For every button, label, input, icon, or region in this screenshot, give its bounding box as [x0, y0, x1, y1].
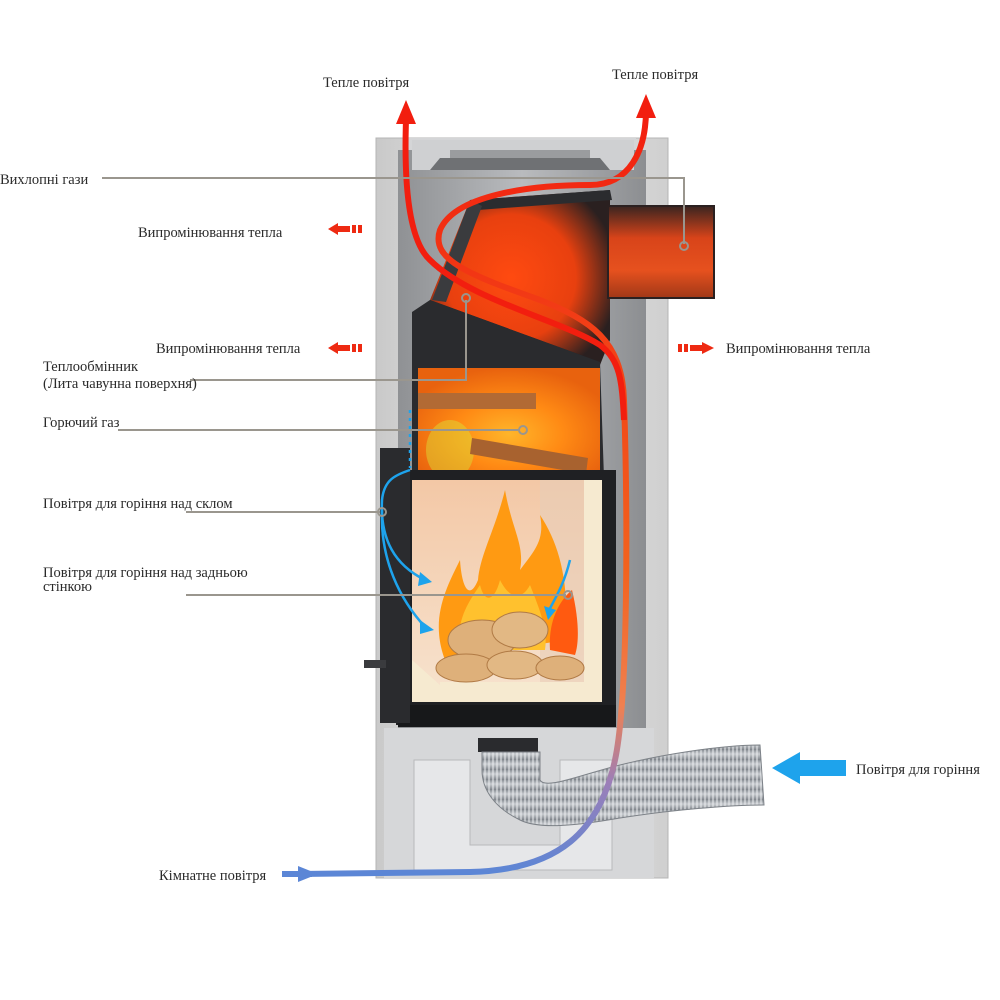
label-warm-air-right: Тепле повітря [612, 67, 699, 83]
label-combustion-air: Повітря для горіння [856, 762, 980, 778]
label-heat-radiation-top-left: Випромінювання тепла [138, 225, 283, 241]
label-air-over-glass: Повітря для горіння над склом [43, 496, 233, 512]
warm-air-left-path [402, 119, 627, 421]
combustion-air-flows [380, 410, 572, 629]
combustion-air-arrowheads [418, 572, 556, 634]
radiation-arrow-right [678, 342, 714, 354]
leader-exhaust-dot [679, 241, 689, 251]
combustion-air-hose [481, 744, 765, 827]
combustion-air-arrow [772, 752, 846, 784]
logs [435, 611, 585, 683]
convection-riser-path [299, 109, 649, 877]
label-air-back-wall-line2: стінкою [43, 579, 92, 595]
upper-combustion-chamber [412, 300, 604, 480]
baffle-plate-upper [418, 393, 536, 409]
label-air-back-wall-line1: Повітря для горіння над задньою [43, 565, 248, 581]
label-room-air: Кімнатне повітря [159, 868, 267, 884]
door-frame [364, 448, 410, 723]
warm-air-right-arrowhead [636, 94, 656, 118]
flue-pipe [607, 205, 715, 299]
radiation-arrow-mid-left [328, 342, 362, 354]
top-cap [412, 140, 634, 170]
leader-heat-exchanger [190, 300, 467, 381]
label-warm-air-left: Тепле повітря [323, 75, 410, 91]
leader-exhaust [102, 177, 685, 244]
label-heat-radiation-right: Випромінювання тепла [726, 341, 871, 357]
baffle-plate-lower [470, 438, 588, 474]
label-exhaust-gases: Вихлопні гази [0, 172, 89, 188]
label-heat-exchanger-title: Теплообмінник [43, 359, 139, 375]
warm-air-left-arrowhead [396, 100, 416, 124]
label-heat-exchanger-subtitle: (Лита чавунна поверхня) [43, 376, 197, 392]
label-heat-radiation-mid-left: Випромінювання тепла [156, 341, 301, 357]
radiation-arrow-top-left [328, 223, 362, 235]
label-combustible-gas: Горючий газ [43, 415, 120, 431]
leader-lines [102, 177, 689, 600]
